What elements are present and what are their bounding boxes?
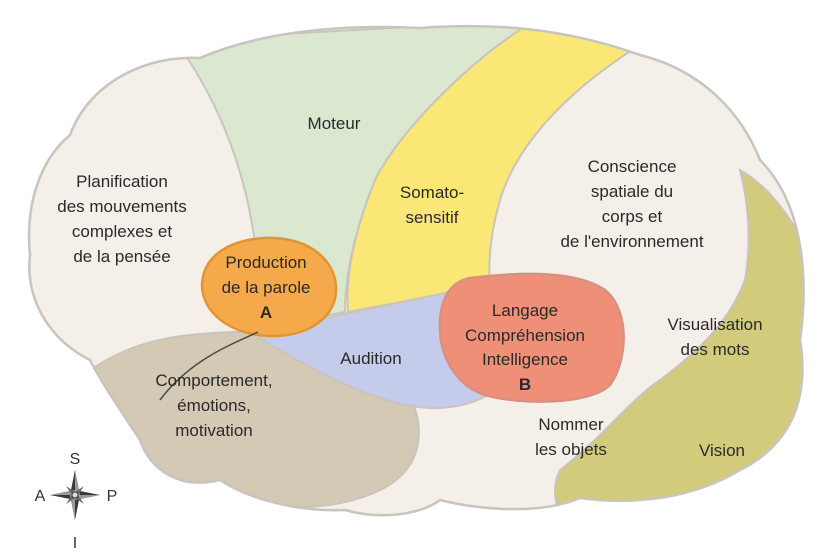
svg-text:corps et: corps et: [602, 207, 663, 226]
label-conscience: Conscience spatiale du corps et de l'env…: [560, 157, 703, 251]
svg-text:Intelligence: Intelligence: [482, 350, 568, 369]
label-audition: Audition: [340, 349, 401, 368]
svg-text:de la parole: de la parole: [222, 278, 311, 297]
svg-text:les objets: les objets: [535, 440, 607, 459]
svg-text:Comportement,: Comportement,: [155, 371, 272, 390]
label-production: Production de la parole A: [222, 253, 311, 322]
svg-text:spatiale du: spatiale du: [591, 182, 673, 201]
svg-text:motivation: motivation: [175, 421, 252, 440]
brain-outline: [27, 24, 805, 517]
label-visualisation: Visualisation des mots: [667, 315, 762, 359]
svg-text:complexes et: complexes et: [72, 222, 172, 241]
region-langage: [438, 272, 625, 403]
region-vision: [554, 167, 804, 516]
compass-west-label: A: [35, 488, 46, 505]
svg-text:émotions,: émotions,: [177, 396, 251, 415]
svg-text:Somato-: Somato-: [400, 183, 464, 202]
svg-text:de la pensée: de la pensée: [73, 247, 170, 266]
svg-text:des mouvements: des mouvements: [57, 197, 186, 216]
label-langage: Langage Compréhension Intelligence B: [465, 301, 585, 394]
label-moteur: Moteur: [308, 114, 361, 133]
svg-text:des mots: des mots: [681, 340, 750, 359]
sulcus-line: [159, 331, 259, 401]
label-vision: Vision: [699, 441, 745, 460]
marker-b: B: [519, 375, 531, 394]
compass-north-label: S: [70, 451, 81, 468]
svg-text:Production: Production: [225, 253, 306, 272]
compass-star-icon: [50, 470, 100, 520]
marker-a: A: [260, 303, 272, 322]
region-production: [200, 236, 338, 338]
svg-text:Langage: Langage: [492, 301, 558, 320]
label-somato: Somato- sensitif: [400, 183, 464, 227]
svg-text:de l'environnement: de l'environnement: [560, 232, 703, 251]
compass-south-label: I: [73, 535, 77, 552]
svg-text:Nommer: Nommer: [538, 415, 604, 434]
svg-text:Planification: Planification: [76, 172, 168, 191]
svg-text:Conscience: Conscience: [588, 157, 677, 176]
label-comportement: Comportement, émotions, motivation: [155, 371, 272, 440]
compass-east-label: P: [107, 488, 118, 505]
svg-text:sensitif: sensitif: [406, 208, 459, 227]
svg-text:Compréhension: Compréhension: [465, 326, 585, 345]
svg-text:Visualisation: Visualisation: [667, 315, 762, 334]
label-planification: Planification des mouvements complexes e…: [57, 172, 186, 266]
region-somato: [346, 26, 643, 314]
label-nommer: Nommer les objets: [535, 415, 607, 459]
compass-rose: S A P I: [35, 451, 118, 552]
